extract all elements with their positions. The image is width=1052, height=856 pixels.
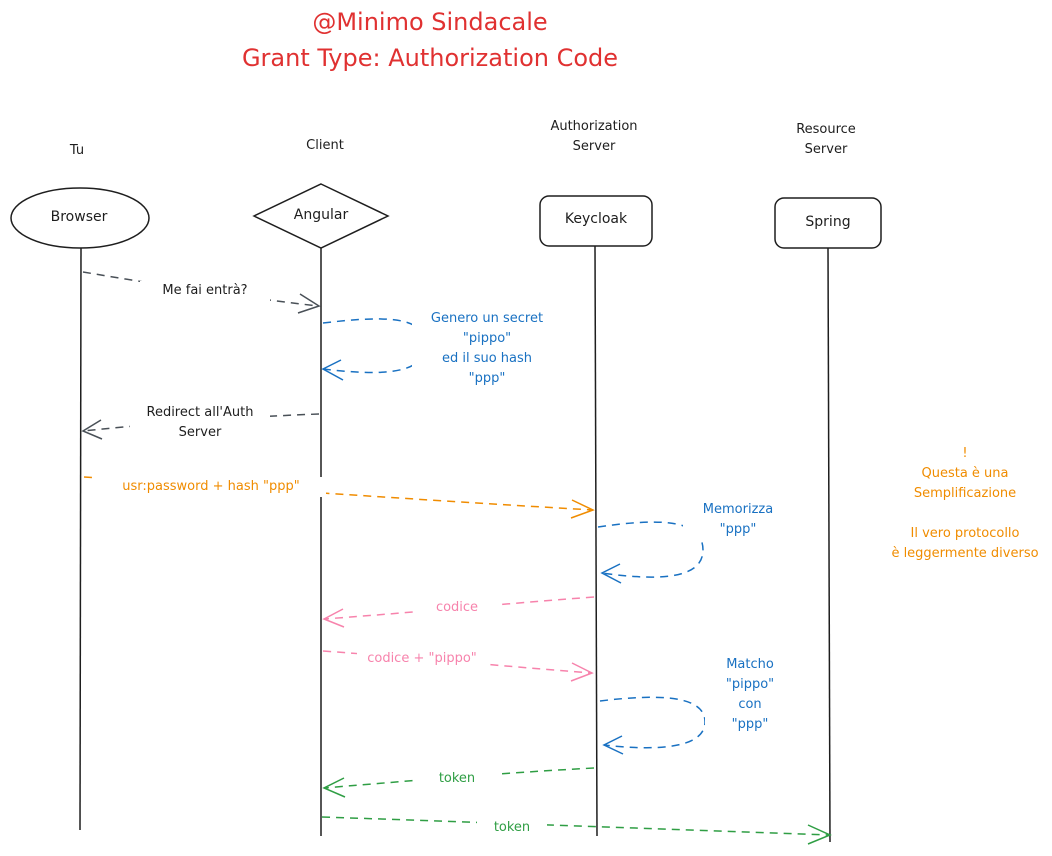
- browser-node-label: Browser: [50, 209, 108, 225]
- message-label-genero-secret: Genero un secret "pippo" ed il suo hash …: [412, 309, 562, 389]
- arrowhead-memorizza: [600, 563, 622, 584]
- keycloak-node-label: Keycloak: [564, 211, 628, 227]
- arrowhead-token-1: [322, 777, 346, 798]
- arrowhead-redirect: [81, 419, 103, 440]
- message-label-token-2: token: [477, 818, 547, 838]
- arrow-usr-password: [83, 476, 594, 511]
- lifeline-spring: [827, 247, 831, 843]
- message-label-matcho: Matcho "pippo" con "ppp": [705, 655, 795, 735]
- message-label-me-fai-entra: Me fai entrà?: [140, 281, 270, 301]
- spring-node-label: Spring: [805, 214, 851, 230]
- arrow-memorizza: [597, 521, 704, 578]
- lifeline-keycloak: [594, 245, 598, 837]
- role-label-authorization-server: Authorization Server: [550, 119, 638, 154]
- message-label-codice-pippo: codice + "pippo": [357, 649, 487, 669]
- arrowhead-me-fai-entra: [297, 293, 321, 314]
- diagram-title-line2: Grant Type: Authorization Code: [241, 44, 619, 72]
- arrowhead-genero-secret: [321, 359, 344, 381]
- simplification-note: ! Questa è una Semplificazione Il vero p…: [891, 446, 1039, 561]
- role-label-resource-server: Resource Server: [796, 122, 856, 157]
- message-label-usr-password: usr:password + hash "ppp": [96, 477, 326, 497]
- message-label-codice: codice: [417, 598, 497, 618]
- arrowhead-codice: [322, 608, 345, 628]
- message-label-token-1: token: [417, 769, 497, 789]
- browser-node-shape: [10, 187, 150, 249]
- diagram-title-line1: @Minimo Sindacale: [312, 8, 548, 36]
- angular-node-label: Angular: [293, 207, 349, 223]
- message-label-memorizza: Memorizza "ppp": [683, 500, 793, 540]
- arrow-genero-secret: [322, 318, 426, 374]
- lifeline-browser: [79, 247, 82, 831]
- role-label-client: Client: [306, 138, 344, 153]
- arrow-codice: [323, 596, 595, 620]
- arrowhead-codice-pippo: [570, 662, 594, 682]
- arrow-token-2: [321, 816, 831, 836]
- arrow-matcho: [599, 696, 706, 749]
- message-label-redirect: Redirect all'Auth Server: [130, 403, 270, 443]
- arrowhead-token-2: [807, 824, 832, 845]
- arrowhead-usr-password: [570, 499, 595, 519]
- role-label-tu: Tu: [69, 143, 85, 158]
- keycloak-node-shape: [539, 195, 653, 247]
- arrow-token-1: [323, 767, 595, 789]
- arrowhead-matcho: [602, 735, 624, 755]
